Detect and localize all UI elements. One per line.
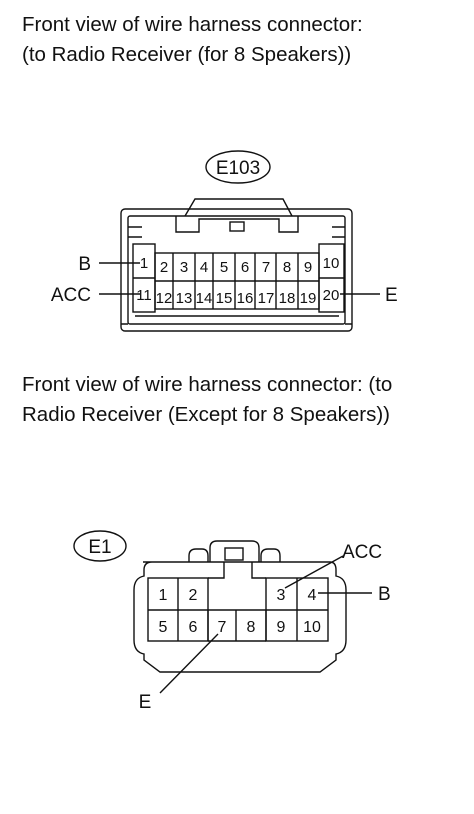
connector-e103-pin: 5 [220, 259, 228, 276]
connector-e103-label-b: B [78, 254, 91, 275]
connector-e103 [99, 150, 380, 332]
connector-e1-pin: 8 [247, 619, 256, 636]
connector-e103-pin: 18 [279, 290, 296, 307]
connector-e103-latch-slot [229, 221, 245, 232]
connector-e1-pin: 6 [189, 619, 198, 636]
connector-e103-caption-line2: (to Radio Receiver (for 8 Speakers)) [22, 43, 352, 66]
connector-e103-label-e: E [385, 285, 398, 306]
connector-e1-latch-slot [224, 547, 244, 561]
connector-e103-label-acc: ACC [51, 285, 91, 306]
connector-e103-pin: 15 [216, 290, 233, 307]
connector-e1-pin: 5 [159, 619, 168, 636]
connector-e1-latch [209, 540, 260, 562]
connector-e103-pin: 3 [180, 259, 188, 276]
connector-e103-pin: 11 [136, 287, 152, 304]
connector-e1-key-walls [208, 562, 266, 579]
connector-e103-pin: 12 [156, 290, 173, 307]
connector-e103-pin: 1 [140, 255, 148, 272]
connector-e1-pin: 2 [189, 587, 198, 604]
connector-e103-id-oval [205, 150, 271, 184]
connector-e103-pins: 1 2 3 4 5 6 7 8 9 10 11 12 13 14 15 16 1… [136, 255, 339, 307]
connector-e103-column-dividers [172, 253, 299, 309]
connector-e103-latch [175, 216, 299, 233]
connector-e1-id-oval [73, 530, 127, 562]
connector-e103-id: E103 [216, 158, 260, 179]
connector-e103-bottom-rail [121, 315, 352, 325]
connector-e1-pin: 9 [277, 619, 286, 636]
connector-e1-latch-tabs [188, 548, 281, 562]
connector-e103-latch-ramp [184, 198, 293, 217]
connector-e1-label-acc: ACC [342, 542, 382, 563]
connector-e1-label-e: E [139, 692, 152, 713]
connector-e103-pin: 9 [304, 259, 312, 276]
connector-e1-leader-acc [284, 555, 344, 589]
connector-e1-leader-e [159, 633, 219, 694]
connector-e103-pin: 7 [262, 259, 270, 276]
connector-e103-inner-frame [127, 215, 346, 325]
connector-e1 [73, 530, 372, 694]
connector-e103-pin: 16 [237, 290, 254, 307]
connector-e1-caption-line1: Front view of wire harness connector: (t… [22, 373, 393, 396]
connector-e103-pin: 19 [300, 290, 317, 307]
connector-e1-pin: 10 [303, 619, 321, 636]
connector-e103-pin: 14 [196, 290, 213, 307]
connector-e1-id: E1 [88, 537, 111, 558]
connector-e103-pin: 10 [323, 255, 340, 272]
connector-e1-pin: 4 [308, 587, 317, 604]
connector-e103-pin: 8 [283, 259, 291, 276]
connector-e1-pin: 3 [277, 587, 286, 604]
connector-e1-pin: 7 [218, 619, 227, 636]
connector-e103-pin: 20 [323, 287, 340, 304]
connector-e103-caption: Front view of wire harness connector: (t… [22, 10, 363, 70]
connector-e103-pin: 2 [160, 259, 168, 276]
connector-e103-housing [120, 208, 353, 332]
connector-e103-side-keys [128, 226, 345, 238]
connector-e103-pin: 6 [241, 259, 249, 276]
connector-e103-caption-line1: Front view of wire harness connector: [22, 13, 363, 36]
connector-e1-pin: 1 [159, 587, 168, 604]
connector-e1-column-dividers [207, 610, 267, 641]
connector-e1-caption-line2: Radio Receiver (Except for 8 Speakers)) [22, 403, 391, 426]
connector-e1-caption: Front view of wire harness connector: (t… [22, 370, 392, 430]
connector-e103-pin: 4 [200, 259, 208, 276]
connector-e1-pins: 1 2 3 4 5 6 7 8 9 10 [159, 587, 321, 636]
connector-e1-housing [133, 561, 347, 673]
connector-e103-pin: 17 [258, 290, 275, 307]
connector-e103-pin: 13 [176, 290, 193, 307]
connector-e1-label-b: B [378, 584, 391, 605]
